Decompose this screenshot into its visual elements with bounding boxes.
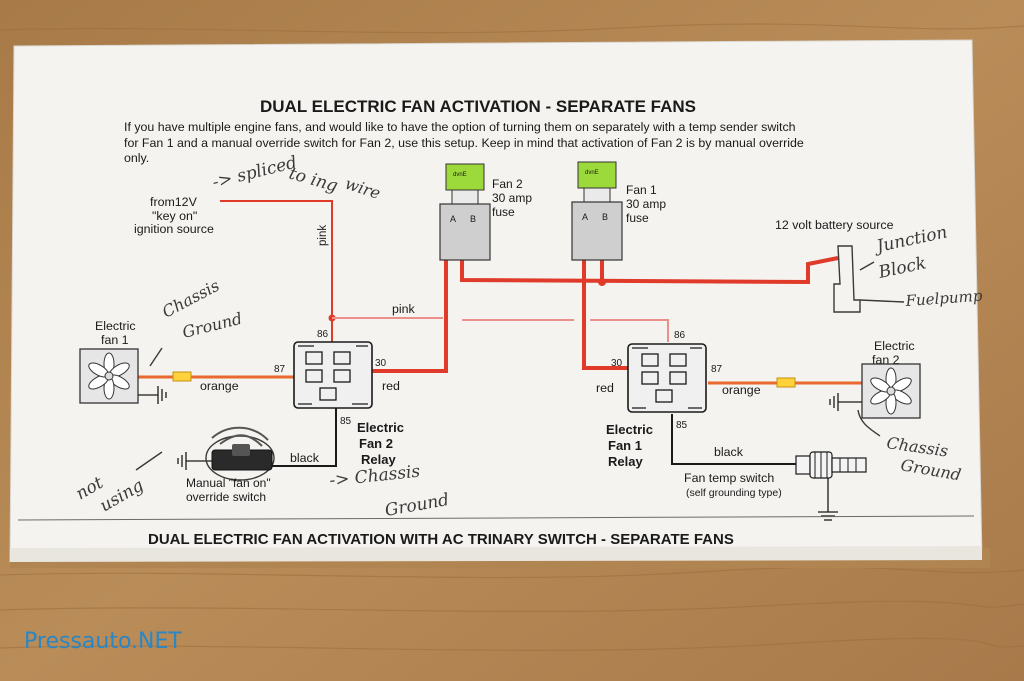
watermark: Pressauto.NET <box>24 629 182 654</box>
relay2-label-3: Relay <box>361 452 396 467</box>
black-label-right: black <box>714 445 744 459</box>
fan2-fuse-tag: dvnE <box>453 172 467 178</box>
relay2-pin-30: 30 <box>375 358 387 369</box>
manual-switch-label-1: Manual "fan on" <box>186 476 271 490</box>
junction-block-sketch <box>833 245 905 313</box>
inline-fuse-fan1 <box>172 371 192 382</box>
relay1-icon <box>627 343 707 413</box>
red-label-right: red <box>596 381 614 395</box>
black-label-left: black <box>290 451 320 465</box>
fan2-fuse-label-3: fuse <box>492 205 515 219</box>
manual-switch-ground-icon <box>177 452 212 470</box>
fan1-fuse-holder <box>571 201 623 261</box>
fan2-label-1: Electric <box>874 339 915 353</box>
section-divider <box>17 515 975 521</box>
hand-arrow-switch <box>135 451 163 471</box>
fan2-fuse-pin-b: B <box>470 214 476 224</box>
fan1-fuse-tag: dvnE <box>585 170 599 176</box>
inline-fuse-fan2 <box>776 377 796 388</box>
red-label-left: red <box>382 379 400 393</box>
wire-pink-ignition <box>220 200 333 325</box>
intro-line-1: If you have multiple engine fans, and wo… <box>124 120 796 134</box>
wire-battery-bus <box>460 256 839 285</box>
ignition-label-2: "key on" <box>152 209 197 223</box>
fan2-fuse-neck <box>451 189 479 205</box>
fan1-ground-icon <box>138 386 167 404</box>
wire-black-switch <box>272 408 337 467</box>
paper-edge <box>10 546 982 562</box>
diagram-title: DUAL ELECTRIC FAN ACTIVATION - SEPARATE … <box>260 97 696 116</box>
temp-switch-note: (self grounding type) <box>686 487 782 499</box>
wood-grain <box>0 23 1024 651</box>
manual-switch-label-2: override switch <box>186 490 266 504</box>
fan2-motor-icon <box>861 363 921 419</box>
intro-line-2: for Fan 1 and a manual override switch f… <box>124 136 804 150</box>
fan1-fuse-label-1: Fan 1 <box>626 183 657 197</box>
fan2-fuse-holder <box>439 203 491 261</box>
fan2-fuse-pin-a: A <box>450 214 456 224</box>
fan2-fuse-label-1: Fan 2 <box>492 177 523 191</box>
relay1-pin-87: 87 <box>711 364 723 375</box>
temp-switch-label: Fan temp switch <box>684 471 774 485</box>
wire-red-fan2 <box>372 258 448 373</box>
intro-line-3: only. <box>124 151 149 165</box>
fan2-fuse-label-2: 30 amp <box>492 191 532 205</box>
fan1-fuse-label-3: fuse <box>626 211 649 225</box>
relay1-pin-86: 86 <box>674 330 686 341</box>
relay2-pin-86: 86 <box>317 329 329 340</box>
ignition-label-3: ignition source <box>134 222 214 236</box>
fan1-motor-icon <box>79 348 139 404</box>
fan2-ground-icon <box>829 393 862 411</box>
fan1-fuse-pin-a: A <box>582 212 588 222</box>
relay2-label-2: Fan 2 <box>359 436 393 451</box>
manual-switch-icon <box>205 426 275 481</box>
next-section-title: DUAL ELECTRIC FAN ACTIVATION WITH AC TRI… <box>148 531 734 548</box>
wire-black-temp <box>671 414 796 465</box>
hand-arrow-fan2 <box>857 409 881 437</box>
fan1-label-1: Electric <box>95 319 136 333</box>
relay1-pin-30: 30 <box>611 358 623 369</box>
temp-switch-icon <box>795 451 867 521</box>
pink-label-vertical: pink <box>317 225 329 246</box>
relay1-pin-85: 85 <box>676 420 688 431</box>
relay1-label-2: Fan 1 <box>608 438 642 453</box>
relay1-label-1: Electric <box>606 422 653 437</box>
fan1-label-2: fan 1 <box>101 333 129 347</box>
relay2-pin-85: 85 <box>340 416 352 427</box>
fan2-fuse: dvnE A B <box>439 163 491 261</box>
ignition-label-1: from12V <box>150 195 198 209</box>
fan1-fuse-neck <box>583 187 611 203</box>
fan1-fuse-pin-b: B <box>602 212 608 222</box>
hand-fuelpump: Fuelpump <box>904 287 983 310</box>
battery-source-label: 12 volt battery source <box>775 218 894 232</box>
fan1-fuse: dvnE A B <box>571 161 623 261</box>
hand-arrow-fan1 <box>149 347 163 367</box>
orange-label-left: orange <box>200 379 239 393</box>
wire-red-fan1 <box>582 258 628 370</box>
orange-label-right: orange <box>722 383 761 397</box>
relay2-pin-87: 87 <box>274 364 286 375</box>
pink-label-horizontal: pink <box>392 302 416 316</box>
relay2-icon <box>293 341 373 409</box>
wire-pink-to-relay1-c <box>590 319 669 342</box>
fan1-fuse-label-2: 30 amp <box>626 197 666 211</box>
relay2-label-1: Electric <box>357 420 404 435</box>
relay1-label-3: Relay <box>608 454 643 469</box>
fan2-fuse-blade <box>445 163 485 191</box>
paper-sheet <box>9 39 983 563</box>
bus-junction-dot <box>598 278 606 286</box>
